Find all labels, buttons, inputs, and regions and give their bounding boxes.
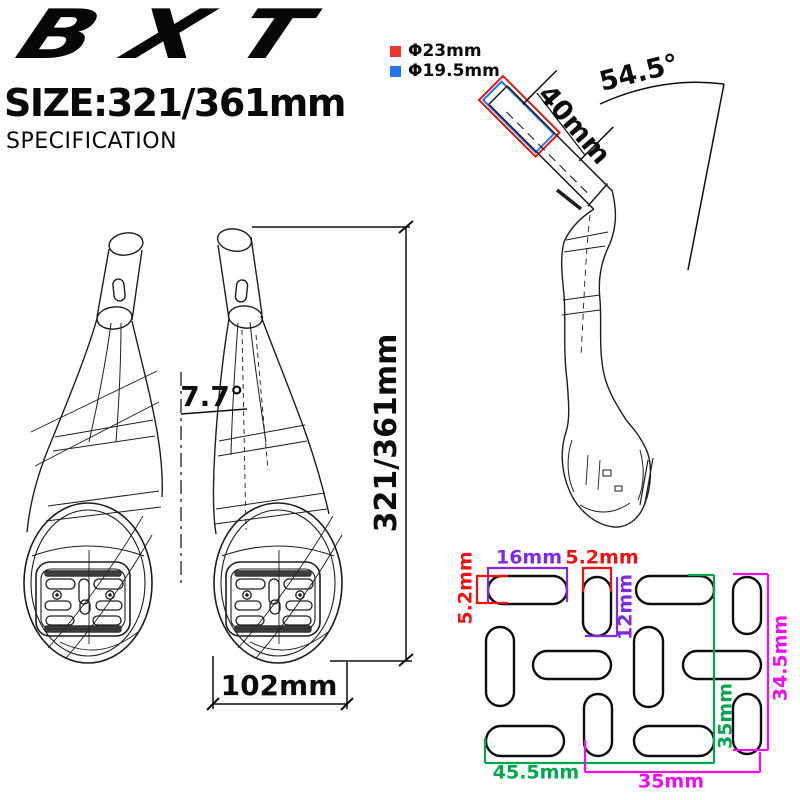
dim-5-2mm-top-bracket <box>581 566 613 592</box>
dim-label-width-bottom-right: 35mm <box>637 770 705 793</box>
dim-label-stack-angle: 54.5° <box>596 48 682 98</box>
dim-label-arm-angle: 7.7° <box>180 380 244 413</box>
dim-16mm-bracket <box>486 566 569 602</box>
side-view-armrest-shell <box>561 419 654 528</box>
dim-label-height-right: 34.5mm <box>769 614 792 702</box>
dim-5-2mm-left-bracket <box>475 574 508 605</box>
dim-12mm-bracket <box>585 577 619 638</box>
legend-item-23mm: Φ23mm <box>390 41 482 61</box>
specification-heading: SPECIFICATION <box>6 129 178 154</box>
legend-item-19-5mm: Φ19.5mm <box>390 61 500 81</box>
size-title: SIZE:321/361mm <box>4 81 346 125</box>
blue-swatch-icon <box>390 65 401 77</box>
brand-logo: BXT <box>5 0 357 75</box>
front-view-left <box>23 232 163 664</box>
dim-label-slot-width-top: 5.2mm <box>565 546 639 569</box>
dim-34-5mm-bracket <box>733 572 770 752</box>
dim-45-5mm-35mm-bracket <box>483 573 716 765</box>
dim-label-slot-height: 5.2mm <box>454 551 477 625</box>
side-view-body <box>555 188 627 433</box>
legend-label: Φ19.5mm <box>408 61 500 81</box>
dim-label-height-inner: 35mm <box>714 682 737 750</box>
side-view <box>477 69 725 528</box>
dim-label-slot-width: 16mm <box>495 546 563 569</box>
front-view-right <box>212 228 343 664</box>
dim-label-pad-width: 102mm <box>220 669 338 702</box>
dim-label-slot-length: 12mm <box>614 573 637 641</box>
legend-label: Φ23mm <box>408 41 482 61</box>
dim-label-total-length: 321/361mm <box>369 333 404 533</box>
red-swatch-icon <box>390 45 401 57</box>
dim-label-width-bottom-left: 45.5mm <box>492 761 580 784</box>
